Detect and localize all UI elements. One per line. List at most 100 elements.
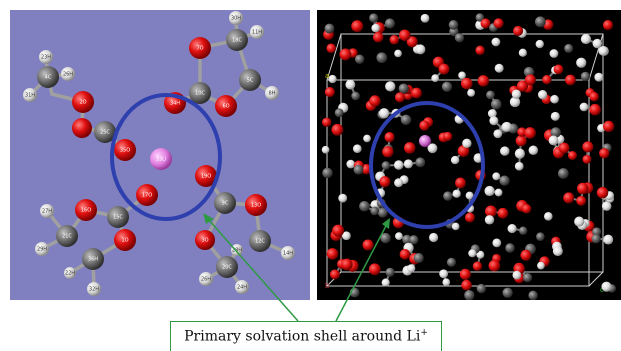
bulk-atom <box>451 156 459 164</box>
svg-text:19O: 19O <box>201 174 211 180</box>
bulk-atom <box>515 149 525 159</box>
bulk-atom <box>409 235 418 244</box>
li-label: 33Li <box>156 157 167 163</box>
svg-text:35O: 35O <box>120 148 130 154</box>
bulk-atom <box>325 87 335 97</box>
bulk-atom <box>502 122 512 132</box>
bulk-atom <box>394 160 404 170</box>
bulk-atom <box>603 121 614 132</box>
bulk-atoms <box>322 13 616 300</box>
bulk-atom <box>442 278 450 286</box>
bulk-atom <box>519 49 527 57</box>
bulk-atom <box>528 291 538 300</box>
bulk-atom <box>529 146 538 155</box>
molecular-model-svg: 33Li 23H 26H 31H 4C 2O 25C 35O 10C 7O 8H… <box>10 10 310 300</box>
bulk-atom <box>500 146 509 155</box>
bulk-atom <box>505 243 514 252</box>
bulk-atom <box>594 73 603 82</box>
bulk-atom <box>390 35 399 44</box>
bulk-atom <box>565 75 576 86</box>
bulk-atom <box>354 165 364 175</box>
bulk-atom <box>404 159 413 168</box>
bulk-atom <box>351 92 360 101</box>
bulk-atom <box>429 233 438 242</box>
bulk-atom <box>494 18 504 28</box>
bulk-atom <box>407 264 415 272</box>
svg-text:6O: 6O <box>222 104 229 110</box>
svg-text:24H: 24H <box>237 285 247 291</box>
svg-text:18C: 18C <box>232 38 242 44</box>
svg-text:36H: 36H <box>88 257 98 263</box>
bulk-atom <box>568 151 577 160</box>
bulk-atom <box>574 217 584 227</box>
bulk-atom <box>464 290 474 300</box>
bulk-atom <box>580 103 589 112</box>
svg-text:3O: 3O <box>201 238 208 244</box>
bulk-atom <box>465 213 475 223</box>
bulk-atom <box>602 201 612 211</box>
svg-text:14H: 14H <box>283 251 293 257</box>
bulk-atom <box>442 82 452 92</box>
bulk-atom <box>495 64 504 73</box>
bulk-atom <box>499 175 509 185</box>
caption-text: Primary solvation shell around Li <box>184 329 420 345</box>
bulk-atom <box>542 75 551 84</box>
bulk-atom <box>401 115 411 125</box>
bulk-atom <box>327 248 339 260</box>
bulk-atom <box>380 233 390 243</box>
bulk-atom <box>491 99 502 110</box>
bulk-atom <box>395 232 403 240</box>
bulk-atom <box>516 135 527 146</box>
bulk-atom <box>453 190 461 198</box>
bulk-atom <box>351 20 363 32</box>
bulk-atom <box>452 223 460 231</box>
bulk-atom <box>492 239 501 248</box>
bulk-atom <box>458 72 466 80</box>
bulk-atom <box>332 225 344 237</box>
bulk-atom <box>517 80 528 91</box>
bulk-atom <box>382 146 393 157</box>
bulk-atom <box>553 246 563 256</box>
bulk-atom <box>550 49 559 58</box>
bulk-atom <box>346 160 355 169</box>
bulk-atom <box>443 191 452 200</box>
bulk-atom <box>549 136 559 146</box>
bulk-atom <box>593 39 602 48</box>
bulk-atom <box>537 262 545 270</box>
bulk-atom <box>384 132 394 142</box>
bulk-atom <box>447 258 456 267</box>
svg-text:1O: 1O <box>121 238 128 244</box>
bulk-atom <box>589 92 598 101</box>
bulk-atom <box>495 189 503 197</box>
bulk-atom <box>581 72 590 81</box>
bulk-atom <box>455 178 466 189</box>
bulk-atom <box>519 226 527 234</box>
bulk-atom <box>415 44 425 54</box>
bulk-atom <box>498 208 509 219</box>
bulk-atom <box>439 269 448 278</box>
bulk-atom <box>582 155 591 164</box>
bulk-atom <box>439 64 450 75</box>
bulk-atom <box>475 46 484 55</box>
bulk-atom <box>326 44 336 54</box>
bulk-atom <box>328 75 336 83</box>
svg-text:11H: 11H <box>252 30 262 36</box>
bulk-atom <box>363 135 371 143</box>
bulk-atom <box>563 192 574 203</box>
bulk-atom <box>419 120 429 130</box>
bulk-atom <box>536 232 545 241</box>
svg-text:17O: 17O <box>142 193 152 199</box>
bulk-atom <box>373 32 384 43</box>
svg-text:27H: 27H <box>42 209 52 215</box>
svg-text:20C: 20C <box>222 265 232 271</box>
caption-superscript: + <box>420 328 428 338</box>
bulk-atom <box>369 263 381 275</box>
bulk-atom <box>522 204 531 213</box>
bulk-atom <box>492 172 500 180</box>
bulk-atom <box>460 269 471 280</box>
bulk-atom <box>468 249 476 257</box>
bulk-atom <box>536 40 544 48</box>
bulk-atom <box>467 89 475 97</box>
bulk-atom <box>597 187 608 198</box>
bulk-atom <box>455 33 464 42</box>
